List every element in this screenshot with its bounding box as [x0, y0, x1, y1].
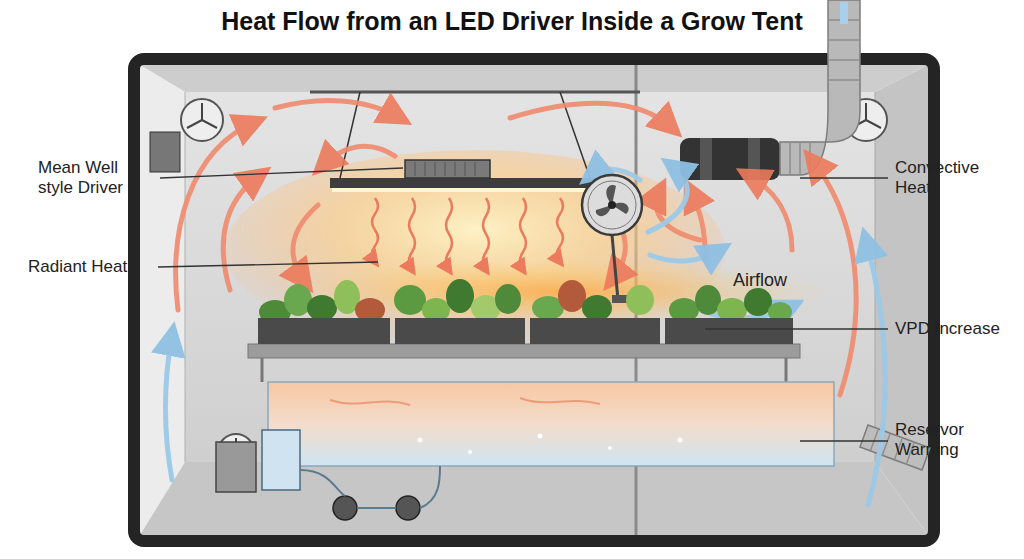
callout-label: Convective Heat — [895, 158, 1000, 197]
plants — [495, 284, 521, 314]
leader-lines — [158, 262, 378, 267]
convective-arrows — [176, 122, 255, 310]
tent-walls — [185, 92, 186, 462]
convective-arrows — [510, 103, 672, 128]
radiant-heat-arrows — [372, 198, 378, 262]
grow-pocket — [150, 132, 180, 172]
plants — [558, 280, 586, 312]
light-glow — [290, 260, 830, 324]
trays — [395, 318, 525, 344]
callout-label: Mean Well style Driver — [38, 158, 150, 197]
cool-airflow-arrows — [165, 166, 885, 505]
convective-arrows — [322, 146, 395, 166]
reservoir — [678, 438, 683, 443]
plants — [307, 295, 337, 321]
radiant-heat-arrows — [409, 198, 415, 270]
callout-label: Airflow — [733, 270, 823, 291]
clip-fan — [608, 201, 616, 209]
convective-arrows — [293, 205, 318, 282]
convective-arrows — [176, 101, 856, 395]
radiant-heat-arrows — [446, 198, 452, 270]
leader-lines — [160, 168, 403, 178]
callout-label: Radiant Heat — [28, 257, 153, 277]
trays — [258, 318, 793, 344]
callout-label: VPD Increase — [895, 319, 1020, 339]
cool-airflow-arrows — [648, 166, 687, 232]
convective-arrows — [748, 175, 792, 250]
leader-lines — [800, 440, 888, 441]
plants — [446, 279, 474, 313]
leader-lines — [800, 177, 888, 178]
clip-fan — [582, 175, 642, 303]
tent-walls — [140, 462, 928, 535]
diagram-title: Heat Flow from an LED Driver Inside a Gr… — [0, 6, 1024, 36]
led-fixture — [310, 92, 640, 192]
clip-fan — [588, 181, 636, 229]
radiant-heat-arrows — [372, 198, 563, 270]
led-driver — [405, 160, 490, 178]
led-driver — [405, 160, 490, 178]
led-driver — [415, 162, 475, 176]
reservoir — [608, 446, 612, 450]
reservoir — [418, 438, 423, 443]
trays — [258, 318, 390, 344]
tent-frame — [134, 59, 934, 541]
trays — [665, 318, 793, 344]
leader-lines — [158, 168, 888, 441]
clip-fan — [612, 235, 618, 300]
grow-pocket — [150, 132, 180, 172]
bench — [248, 344, 800, 382]
cool-airflow-arrows — [866, 240, 885, 505]
reservoir — [268, 382, 834, 466]
trays — [530, 318, 660, 344]
pump-equipment — [216, 442, 256, 492]
convective-arrows — [275, 101, 400, 118]
convective-arrows — [812, 160, 856, 395]
light-glow — [225, 150, 725, 350]
bench — [785, 358, 788, 382]
inline-duct-fan — [700, 138, 712, 180]
bench — [248, 344, 800, 358]
led-fixture — [332, 188, 618, 192]
wall-fan — [187, 103, 217, 128]
leader-lines — [705, 328, 888, 329]
radiant-heat-arrows — [520, 198, 526, 270]
tent-walls — [140, 65, 928, 535]
clip-fan — [596, 185, 629, 216]
wall-fan — [181, 99, 223, 141]
tent-frame — [134, 59, 934, 541]
pump-equipment — [262, 430, 300, 490]
pump-equipment — [333, 496, 357, 520]
inline-duct-fan — [840, 2, 848, 24]
callout-label: Reservor Warmng — [895, 420, 995, 459]
convective-arrows — [223, 175, 260, 290]
cool-airflow-arrows — [165, 335, 172, 480]
plants — [744, 288, 772, 316]
convective-arrows — [690, 190, 705, 260]
plants — [394, 285, 426, 315]
bench — [261, 358, 264, 382]
reservoir — [268, 382, 834, 466]
plants — [259, 279, 792, 324]
tent-walls — [140, 65, 928, 92]
clip-fan — [582, 175, 642, 235]
reservoir — [468, 450, 472, 454]
pump-equipment — [216, 430, 440, 520]
inline-duct-fan — [790, 20, 860, 175]
plants — [626, 285, 654, 315]
reservoir — [330, 398, 600, 405]
radiant-heat-arrows — [483, 198, 489, 270]
pump-equipment — [300, 466, 440, 508]
radiant-heat-arrows — [557, 198, 563, 262]
plants — [582, 295, 612, 321]
cool-airflow-arrows — [650, 250, 720, 261]
led-fixture — [330, 178, 620, 188]
inline-duct-fan — [680, 138, 780, 180]
pump-equipment — [396, 496, 420, 520]
reservoir — [538, 434, 543, 439]
